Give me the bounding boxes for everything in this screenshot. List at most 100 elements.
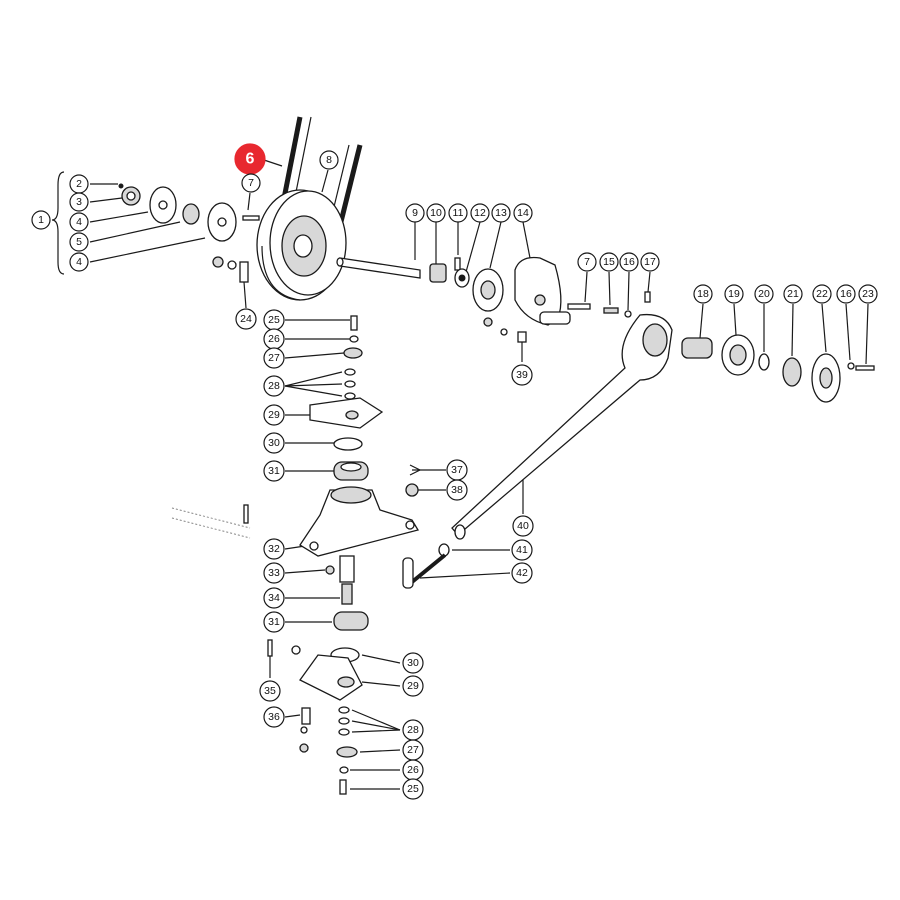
callout-16: 16 <box>619 252 639 272</box>
svg-text:7: 7 <box>248 177 254 189</box>
callout-38: 38 <box>446 479 468 501</box>
callout-28: 28 <box>263 375 285 397</box>
callout-30: 30 <box>402 652 424 674</box>
callout-28: 28 <box>402 719 424 741</box>
callouts: 6 1 2 3 4 5 4 7 8 24 9 10 11 12 13 14 39… <box>31 143 878 800</box>
svg-text:25: 25 <box>407 783 419 795</box>
rod-end-group <box>402 543 450 589</box>
callout-8: 8 <box>319 150 339 170</box>
callout-9: 9 <box>405 203 425 223</box>
svg-text:40: 40 <box>517 520 529 532</box>
svg-text:30: 30 <box>268 437 280 449</box>
callout-14: 14 <box>513 203 533 223</box>
svg-text:8: 8 <box>326 154 332 166</box>
callout-27: 27 <box>402 739 424 761</box>
svg-text:9: 9 <box>412 207 418 219</box>
svg-text:31: 31 <box>268 616 280 628</box>
callout-6-highlighted: 6 <box>234 143 266 175</box>
svg-text:23: 23 <box>862 288 874 300</box>
parts-drawing <box>118 116 875 795</box>
callout-36: 36 <box>263 706 285 728</box>
svg-text:18: 18 <box>697 288 709 300</box>
callout-4: 4 <box>69 252 89 272</box>
callout-4: 4 <box>69 212 89 232</box>
callout-20: 20 <box>754 284 774 304</box>
callout-12: 12 <box>470 203 490 223</box>
svg-text:26: 26 <box>268 333 280 345</box>
callout-42: 42 <box>511 562 533 584</box>
callout-24: 24 <box>235 308 257 330</box>
leader-lines <box>51 159 869 790</box>
callout-29: 29 <box>263 404 285 426</box>
callout-18: 18 <box>693 284 713 304</box>
svg-text:14: 14 <box>517 207 529 219</box>
svg-text:1: 1 <box>38 214 44 226</box>
callout-33: 33 <box>263 562 285 584</box>
callout-32: 32 <box>263 538 285 560</box>
callout-15: 15 <box>599 252 619 272</box>
svg-text:27: 27 <box>268 352 280 364</box>
pivot-bracket-part <box>299 464 422 557</box>
svg-text:27: 27 <box>407 744 419 756</box>
svg-text:28: 28 <box>268 380 280 392</box>
svg-text:16: 16 <box>623 256 635 268</box>
svg-text:26: 26 <box>407 764 419 776</box>
callout-10: 10 <box>426 203 446 223</box>
svg-text:12: 12 <box>474 207 486 219</box>
pulley-part <box>256 189 347 301</box>
callout-23: 23 <box>858 284 878 304</box>
svg-text:21: 21 <box>787 288 799 300</box>
svg-text:22: 22 <box>816 288 828 300</box>
svg-text:36: 36 <box>268 711 280 723</box>
svg-text:30: 30 <box>407 657 419 669</box>
svg-text:34: 34 <box>268 592 280 604</box>
callout-13: 13 <box>491 203 511 223</box>
callout-31: 31 <box>263 460 285 482</box>
svg-text:39: 39 <box>516 369 528 381</box>
callout-41: 41 <box>511 539 533 561</box>
lower-column-stack <box>267 639 363 795</box>
svg-text:31: 31 <box>268 465 280 477</box>
partial-frame-sketch <box>171 504 251 539</box>
callout-16: 16 <box>836 284 856 304</box>
callout-2: 2 <box>69 174 89 194</box>
svg-text:10: 10 <box>430 207 442 219</box>
callout-34: 34 <box>263 587 285 609</box>
middle-column-parts <box>325 555 369 631</box>
upper-column-stack <box>309 315 384 481</box>
callout-25: 25 <box>402 778 424 800</box>
shaft-group <box>336 256 651 343</box>
callout-7: 7 <box>241 173 261 193</box>
callout-21: 21 <box>783 284 803 304</box>
callout-39: 39 <box>511 364 533 386</box>
svg-text:5: 5 <box>76 236 82 248</box>
callout-3: 3 <box>69 192 89 212</box>
svg-text:28: 28 <box>407 724 419 736</box>
callout-22: 22 <box>812 284 832 304</box>
right-bearing-group <box>681 334 875 403</box>
svg-text:4: 4 <box>76 256 82 268</box>
left-bearing-group <box>118 183 260 283</box>
svg-text:16: 16 <box>840 288 852 300</box>
svg-text:25: 25 <box>268 314 280 326</box>
svg-text:35: 35 <box>264 685 276 697</box>
svg-text:3: 3 <box>76 196 82 208</box>
svg-text:4: 4 <box>76 216 82 228</box>
callout-27: 27 <box>263 347 285 369</box>
svg-text:42: 42 <box>516 567 528 579</box>
callout-30: 30 <box>263 432 285 454</box>
callout-11: 11 <box>448 203 468 223</box>
callout-label: 6 <box>246 151 255 168</box>
callout-31: 31 <box>263 611 285 633</box>
callout-40: 40 <box>512 515 534 537</box>
svg-text:41: 41 <box>516 544 528 556</box>
callout-25: 25 <box>263 309 285 331</box>
svg-text:11: 11 <box>453 207 464 219</box>
svg-text:29: 29 <box>407 680 419 692</box>
callout-1: 1 <box>31 210 51 230</box>
svg-text:2: 2 <box>76 178 82 190</box>
svg-text:33: 33 <box>268 567 280 579</box>
svg-text:7: 7 <box>584 256 590 268</box>
svg-text:19: 19 <box>728 288 740 300</box>
